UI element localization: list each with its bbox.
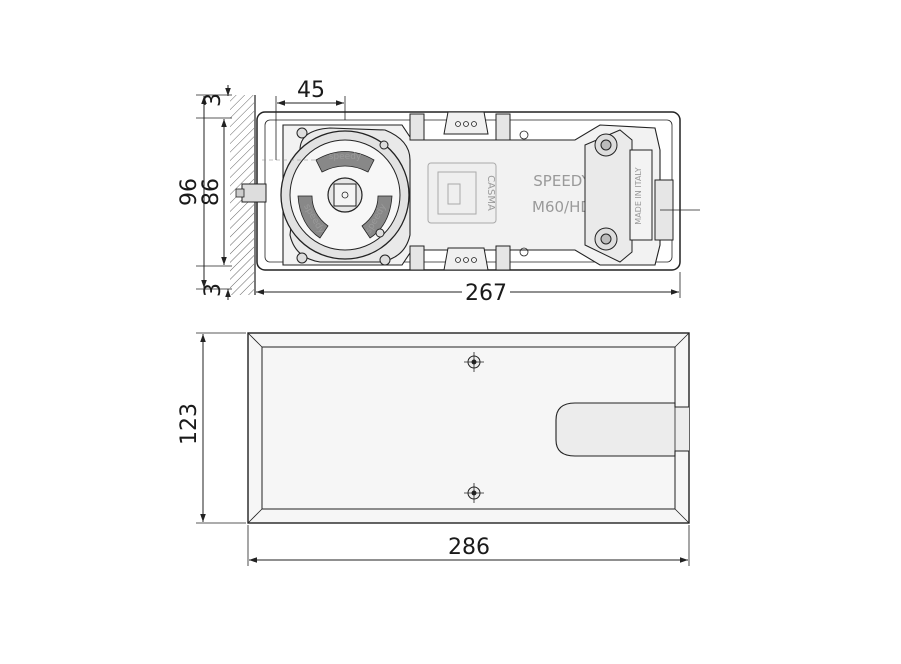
dim-3-top-label: 3: [201, 93, 226, 107]
cover-screw-bottom: [464, 483, 484, 503]
top-bracket: [409, 111, 511, 141]
cover-screw-top: [464, 352, 484, 372]
valve-assembly: MADE IN ITALY: [584, 129, 700, 263]
dim-45-label: 45: [297, 78, 325, 103]
dim-286-label: 286: [448, 535, 490, 560]
made-in-italy-label: MADE IN ITALY: [634, 167, 643, 225]
brand-line-2: M60/HD: [532, 198, 592, 216]
pivot-bolt-head: [235, 188, 245, 198]
casma-logo: CASMA: [427, 162, 497, 224]
spindle-housing: speedy speedy speedy: [280, 127, 411, 266]
top-view: speedy speedy speedy: [177, 78, 700, 306]
cover-plate-view: 123 286: [177, 332, 690, 566]
dim-96-label: 96: [177, 178, 202, 206]
arm-slot: [555, 402, 689, 457]
dim-3-bottom-label: 3: [201, 283, 226, 297]
bottom-bracket: [409, 245, 511, 271]
pivot-bolt: [241, 183, 267, 203]
logo-text: CASMA: [485, 175, 496, 211]
dim-86-label: 86: [199, 178, 224, 206]
spindle-ring-text-top: speedy: [329, 152, 362, 162]
dim-267-label: 267: [465, 281, 507, 306]
dim-123-label: 123: [177, 403, 202, 445]
brand-line-1: SPEEDY: [533, 172, 591, 190]
